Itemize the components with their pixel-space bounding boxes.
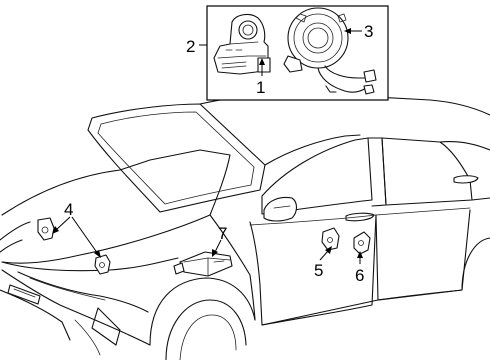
leader-lines xyxy=(52,28,363,264)
front-impact-sensor-left xyxy=(37,217,55,241)
callout-1: 1 xyxy=(256,78,265,97)
callout-6: 6 xyxy=(355,266,364,285)
callout-5: 5 xyxy=(314,261,323,280)
callout-7: 7 xyxy=(218,224,227,243)
callout-2: 2 xyxy=(186,37,195,56)
front-impact-sensor-right xyxy=(94,254,111,275)
airbag-control-module xyxy=(173,251,233,277)
side-impact-sensor-5 xyxy=(321,227,340,251)
steering-sensor-part xyxy=(213,13,271,75)
callout-4: 4 xyxy=(64,200,73,219)
callout-3: 3 xyxy=(364,22,373,41)
spiral-cable-part xyxy=(283,7,377,95)
side-impact-sensor-6 xyxy=(353,231,371,255)
vehicle-outline xyxy=(0,92,490,360)
